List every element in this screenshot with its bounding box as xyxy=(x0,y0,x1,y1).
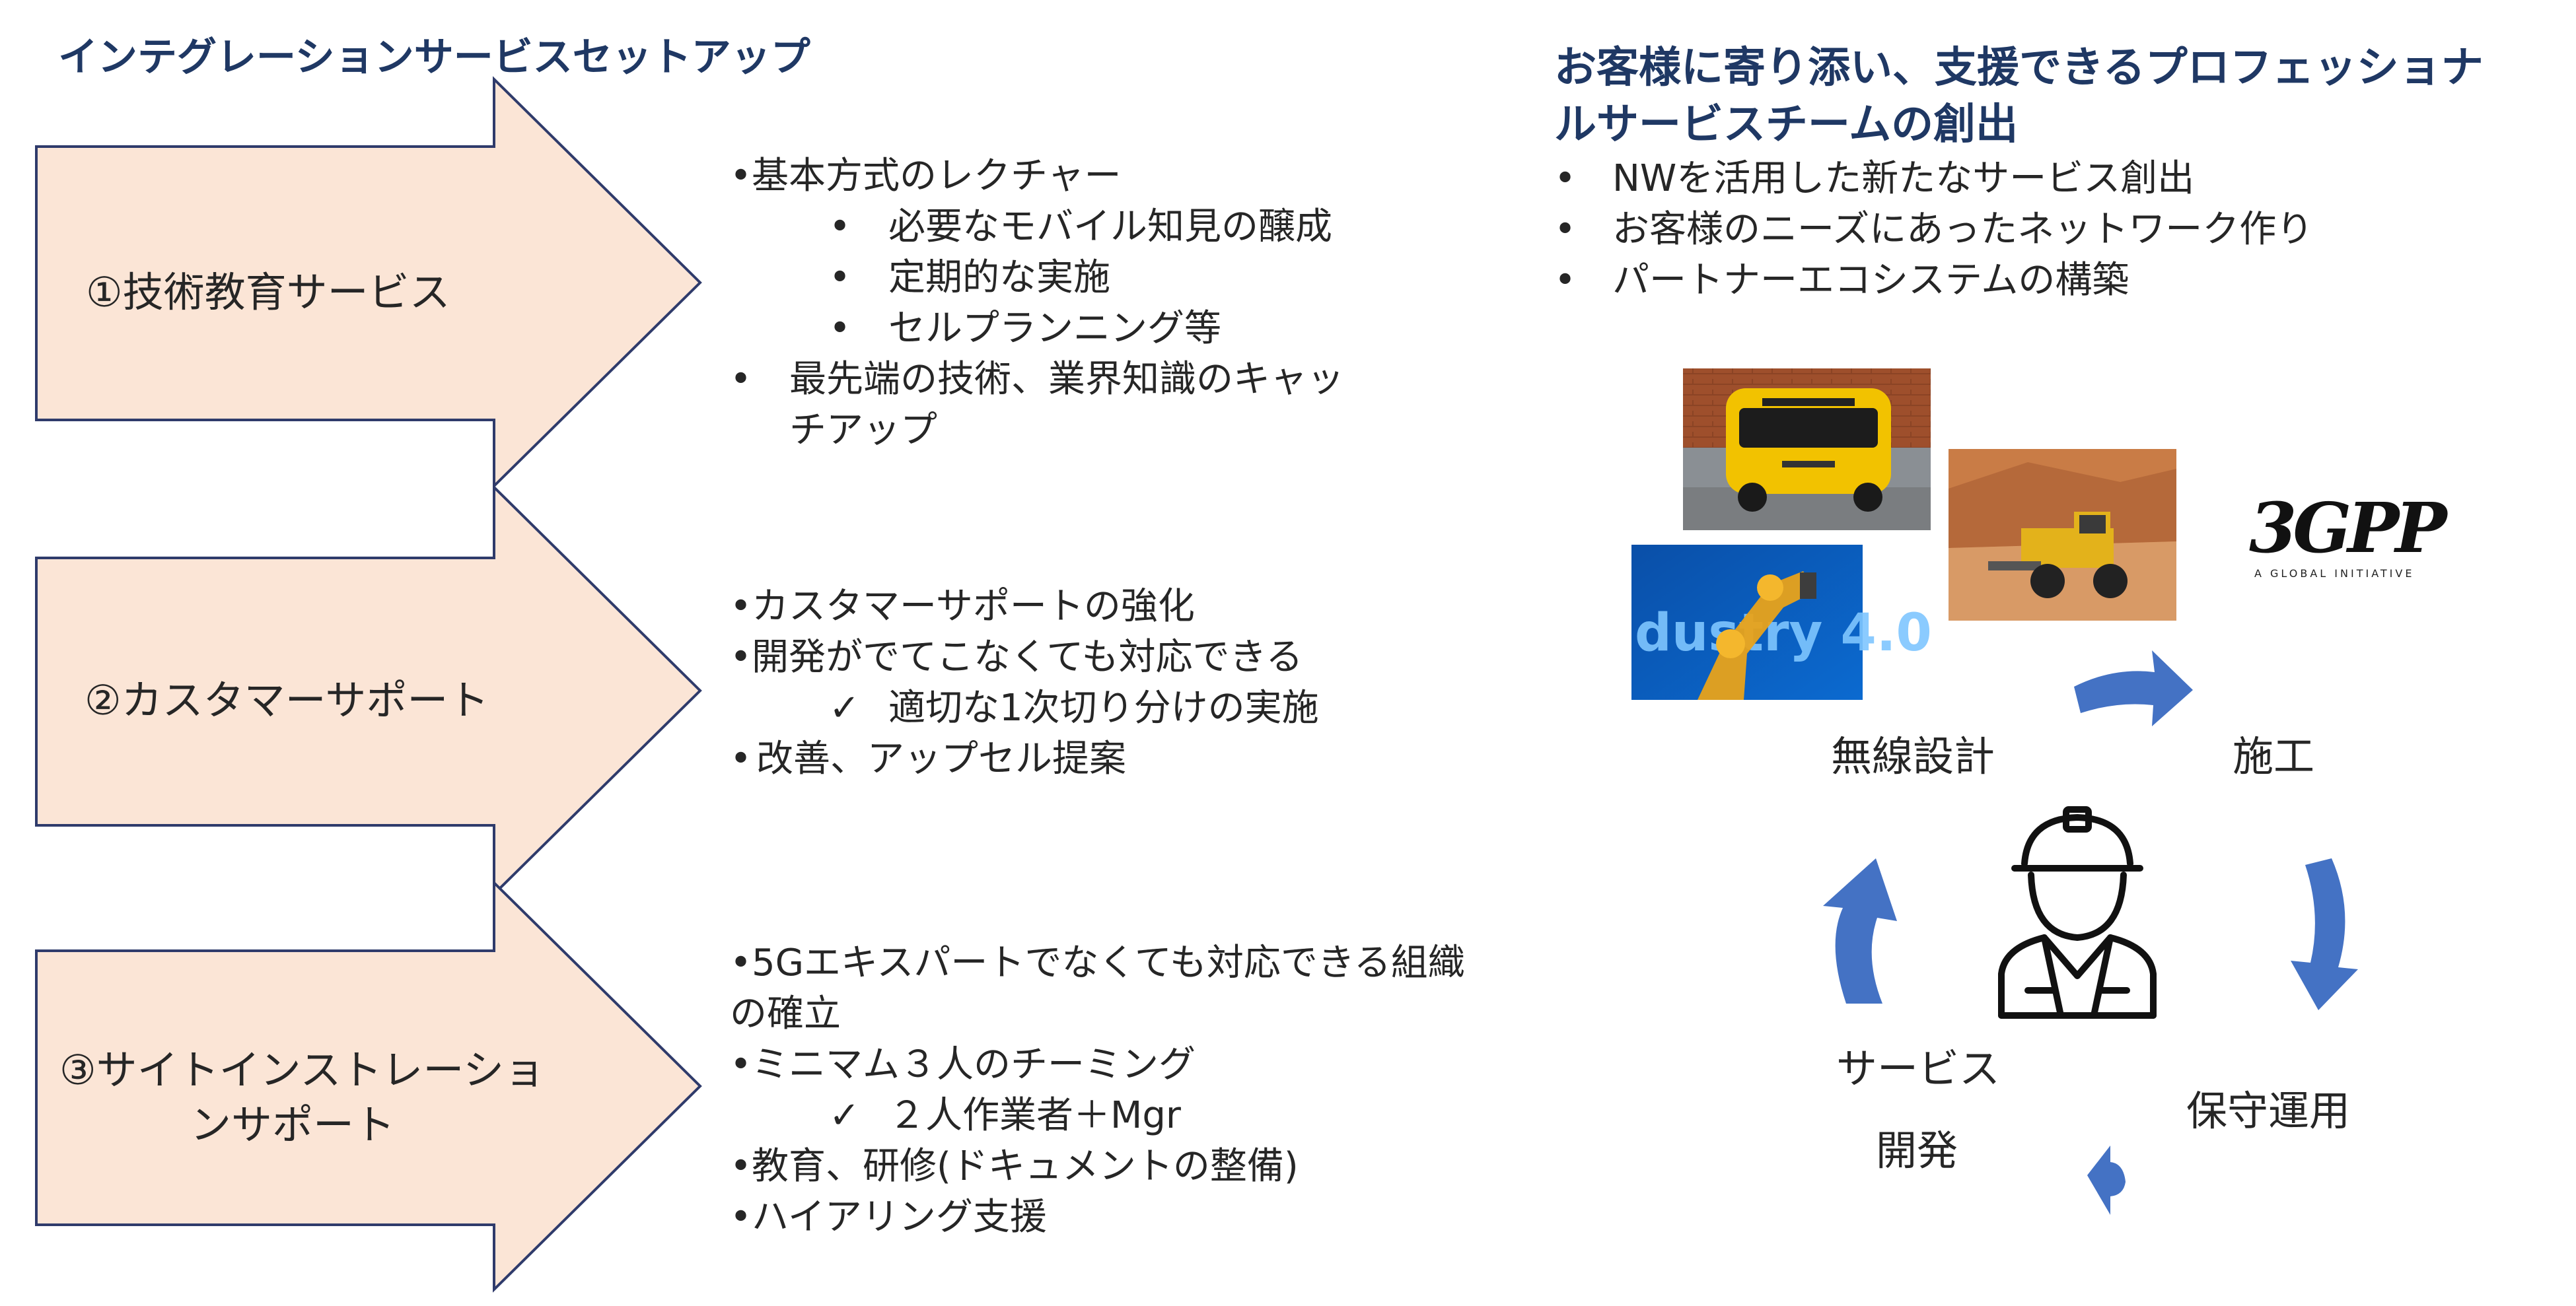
cycle-arrow-top xyxy=(2074,650,2193,726)
bullet-item: •教育、研修(ドキュメントの整備) xyxy=(730,1145,1299,1188)
cycle-arrow-right xyxy=(2291,858,2358,1010)
worker-icon xyxy=(1998,806,2157,1019)
cycle-stage-service-dev-line2: 開発 xyxy=(1876,1126,1958,1175)
industry-robot-photo: dustry 4.0 xyxy=(1631,545,1932,700)
service-arrow-1 xyxy=(35,76,702,489)
bullet-item: •5Gエキスパートでなくても対応できる組織 xyxy=(730,942,1465,984)
goals-list: •NWを活用した新たなサービス創出 •お客様のニーズにあったネットワーク作り •… xyxy=(1554,153,2313,306)
service-3-bullets: •5Gエキスパートでなくても対応できる組織 の確立 •ミニマム３人のチーミング … xyxy=(730,938,1465,1243)
robot-photo-text: dustry 4.0 xyxy=(1635,603,1932,663)
service-label-1: ①技術教育サービス xyxy=(86,268,450,316)
service-2-bullets: •カスタマーサポートの強化 •開発がでてこなくても対応できる ✓適切な1次切り分… xyxy=(730,581,1319,784)
section-title-line2: ルサービスチームの創出 xyxy=(1554,100,2019,149)
service-label-2: ②カスタマーサポート xyxy=(85,676,489,724)
bus-photo xyxy=(1683,368,1931,530)
bullet-item: •必要なモバイル知見の醸成 xyxy=(829,205,1332,248)
goal-item: •お客様のニーズにあったネットワーク作り xyxy=(1554,208,2314,251)
bullet-item: •最先端の技術、業界知識のキャッ xyxy=(730,358,1344,401)
bullet-item: ✓適切な1次切り分けの実施 xyxy=(829,687,1319,730)
cycle-stage-construction: 施工 xyxy=(2233,732,2315,780)
service-arrow-2 xyxy=(35,484,702,897)
bullet-item: •開発がでてこなくても対応できる xyxy=(730,636,1303,679)
bullet-item: •ハイアリング支援 xyxy=(730,1196,1047,1239)
cycle-stage-wireless-design: 無線設計 xyxy=(1831,732,1995,780)
cycle-arrow-bottom xyxy=(2087,1146,2126,1215)
bullet-item: •ミニマム３人のチーミング xyxy=(730,1043,1196,1086)
service-1-bullets: •基本方式のレクチャー •必要なモバイル知見の醸成 •定期的な実施 •セルプラン… xyxy=(730,151,1344,456)
cycle-arrow-left xyxy=(1823,858,1897,1004)
bullet-item: ✓２人作業者＋Mgr xyxy=(829,1094,1181,1137)
bullet-item: の確立 xyxy=(730,992,841,1035)
cycle-stage-service-dev-line1: サービス xyxy=(1836,1045,2001,1093)
section-title-right: お客様に寄り添い、支援できるプロフェッショナ ルサービスチームの創出 xyxy=(1554,40,2532,153)
bullet-item: •セルプランニング等 xyxy=(829,307,1221,350)
bullet-item: •カスタマーサポートの強化 xyxy=(730,585,1195,628)
construction-photo xyxy=(1949,449,2176,621)
goal-item: •NWを活用した新たなサービス創出 xyxy=(1554,157,2195,200)
service-arrow-3 xyxy=(35,879,702,1293)
3gpp-logo: 3GPP A GLOBAL INITIATIVE xyxy=(2249,487,2447,580)
bullet-item: •改善、アップセル提案 xyxy=(730,738,1126,780)
page-title: インテグレーションサービスセットアップ xyxy=(58,34,810,81)
service-label-3-line2: ンサポート xyxy=(190,1101,396,1149)
section-title-line1: お客様に寄り添い、支援できるプロフェッショナ xyxy=(1554,44,2484,92)
bullet-item: •基本方式のレクチャー xyxy=(730,155,1122,197)
bullet-item: •定期的な実施 xyxy=(829,256,1110,299)
cycle-stage-maintenance: 保守運用 xyxy=(2186,1087,2351,1135)
goal-item: •パートナーエコシステムの構築 xyxy=(1554,259,2129,302)
bullet-item: チアップ xyxy=(789,409,937,452)
service-label-3-line1: ③サイトインストレーショ xyxy=(59,1046,546,1094)
